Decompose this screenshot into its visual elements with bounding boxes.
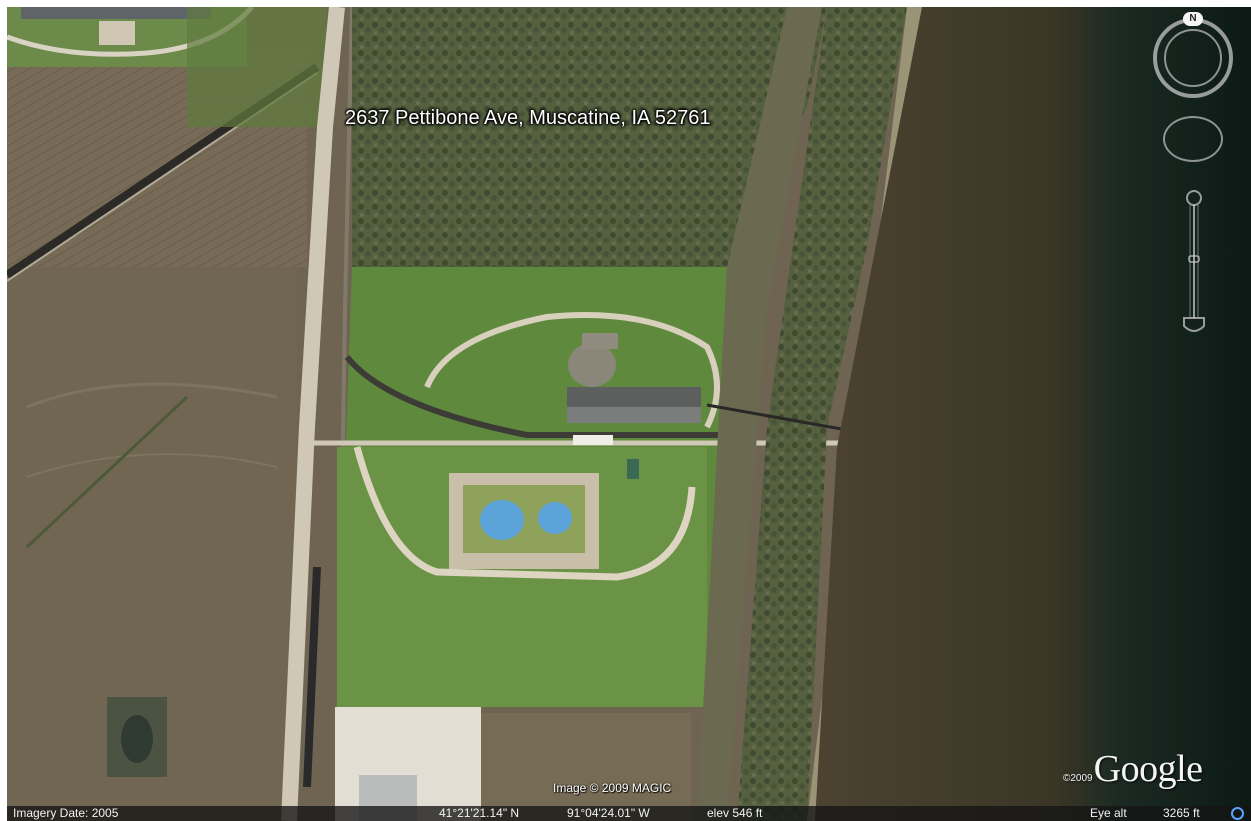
pond-water <box>121 715 153 763</box>
navigation-controls: N <box>1153 12 1243 342</box>
blue-storage-tank <box>480 500 524 540</box>
zoom-thumb[interactable] <box>1188 255 1200 263</box>
blue-storage-tank <box>538 502 572 534</box>
debris-area <box>481 713 691 821</box>
riverbank-trees <box>737 7 907 821</box>
highway <box>281 7 345 821</box>
field-track <box>26 453 278 478</box>
facility-road <box>353 446 696 581</box>
rail-cars <box>303 566 321 788</box>
facility-loop-road <box>424 312 720 429</box>
field-drainage <box>25 395 189 549</box>
zoom-out-icon[interactable] <box>1183 317 1205 332</box>
streaming-indicator-icon <box>1231 807 1244 820</box>
imagery-copyright: Image © 2009 MAGIC <box>553 781 672 795</box>
latitude-readout: 41°21'21.14" N <box>439 806 520 820</box>
shed <box>627 459 639 479</box>
warehouse-roof <box>21 7 211 19</box>
zoom-in-icon[interactable] <box>1186 190 1202 206</box>
levee-field <box>697 7 822 821</box>
google-logo: ©2009 Google <box>1063 747 1203 791</box>
main-building-roof <box>567 407 701 423</box>
grass-strip <box>187 7 327 127</box>
forest <box>352 7 827 267</box>
elevation-readout: elev 546 ft <box>707 806 763 820</box>
look-joystick-icon[interactable] <box>1163 116 1223 162</box>
north-button[interactable]: N <box>1183 12 1203 26</box>
zoom-slider[interactable] <box>1181 190 1207 336</box>
grain-silo <box>568 343 616 387</box>
river <box>815 7 1251 821</box>
rail-loop <box>344 355 727 438</box>
eye-alt-label: Eye alt <box>1090 806 1127 820</box>
eye-alt-value: 3265 ft <box>1163 806 1200 820</box>
parking-lot <box>99 21 135 45</box>
longitude-readout: 91°04'24.01" W <box>567 806 650 820</box>
logo-wordmark: Google <box>1093 748 1203 790</box>
status-bar: Imagery Date: 2005 41°21'21.14" N 91°04'… <box>7 806 1251 821</box>
map-viewport[interactable]: 2637 Pettibone Ave, Muscatine, IA 52761 … <box>7 7 1251 821</box>
logo-year: ©2009 <box>1063 773 1093 784</box>
loading-shed <box>573 435 613 445</box>
field-track <box>26 382 278 409</box>
aerial-imagery[interactable] <box>7 7 1251 821</box>
address-label: 2637 Pettibone Ave, Muscatine, IA 52761 <box>345 107 711 129</box>
imagery-date: Imagery Date: 2005 <box>13 806 119 820</box>
silo-building <box>582 333 618 349</box>
compass-center-icon[interactable] <box>1164 29 1222 87</box>
